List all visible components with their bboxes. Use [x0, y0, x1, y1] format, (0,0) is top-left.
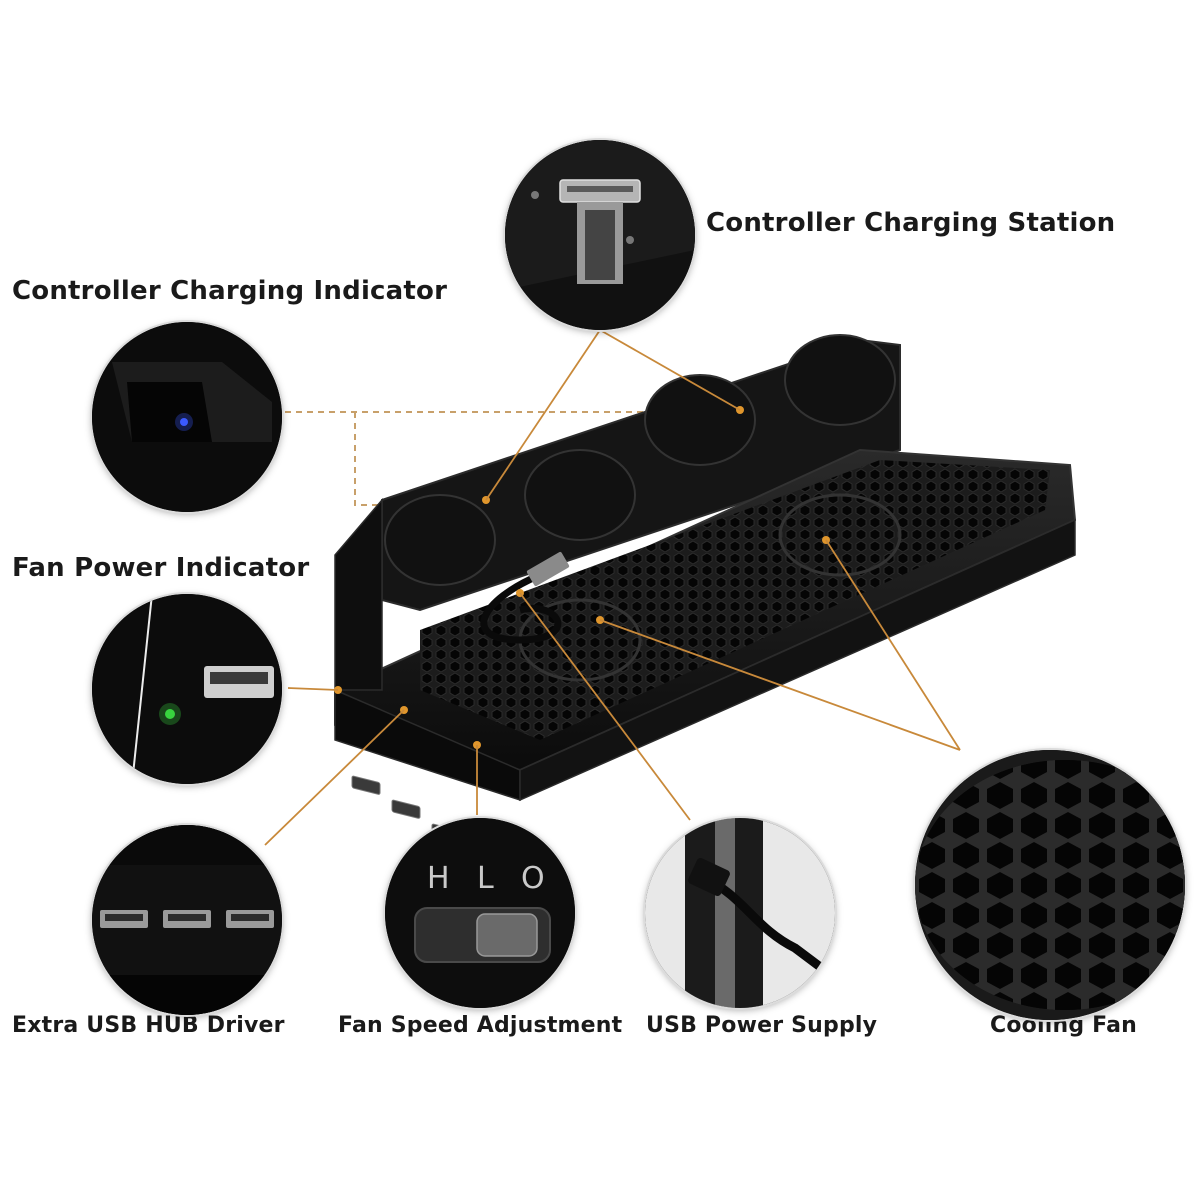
switch-letter-o: O	[521, 861, 545, 896]
detail-circle-charging-indicator	[92, 322, 282, 512]
leader-lines	[264, 329, 961, 846]
usb-cable	[480, 571, 562, 644]
micro-usb-connector-icon	[559, 179, 641, 284]
label-controller-charging-indicator: Controller Charging Indicator	[12, 276, 448, 306]
label-controller-charging-station: Controller Charging Station	[706, 208, 1116, 238]
switch-letter-h: H	[427, 861, 450, 896]
cradle-1	[384, 494, 496, 586]
usb-port-icon	[204, 666, 274, 698]
front-usb-port-2	[391, 799, 421, 819]
fan-led	[165, 709, 175, 719]
detail-circle-cooling-fan	[915, 750, 1185, 1020]
detail-circle-charging-station	[505, 140, 695, 330]
detail-circle-usb-hub	[92, 825, 282, 1015]
detail-circle-fan-power-indicator	[92, 594, 282, 784]
slide-switch-icon	[414, 907, 551, 963]
stand-right-face	[519, 518, 1076, 802]
stand-side-end	[334, 497, 383, 691]
label-usb-power-supply: USB Power Supply	[646, 1013, 878, 1038]
switch-letter-l: L	[477, 861, 494, 896]
cradle-3	[644, 374, 756, 466]
usb-plug	[526, 551, 570, 587]
label-fan-speed-adjustment: Fan Speed Adjustment	[338, 1013, 623, 1038]
usb-port-icon	[100, 910, 274, 928]
charging-led	[180, 418, 188, 426]
label-extra-usb-hub-driver: Extra USB HUB Driver	[12, 1013, 285, 1038]
detail-circle-fan-speed: H L O	[385, 818, 575, 1008]
cradle-2	[524, 449, 636, 541]
cradle-4	[784, 334, 896, 426]
label-fan-power-indicator: Fan Power Indicator	[12, 553, 310, 583]
front-usb-port-1	[351, 775, 381, 795]
detail-circle-usb-power	[645, 818, 835, 1008]
stand-fan-right	[778, 493, 902, 577]
